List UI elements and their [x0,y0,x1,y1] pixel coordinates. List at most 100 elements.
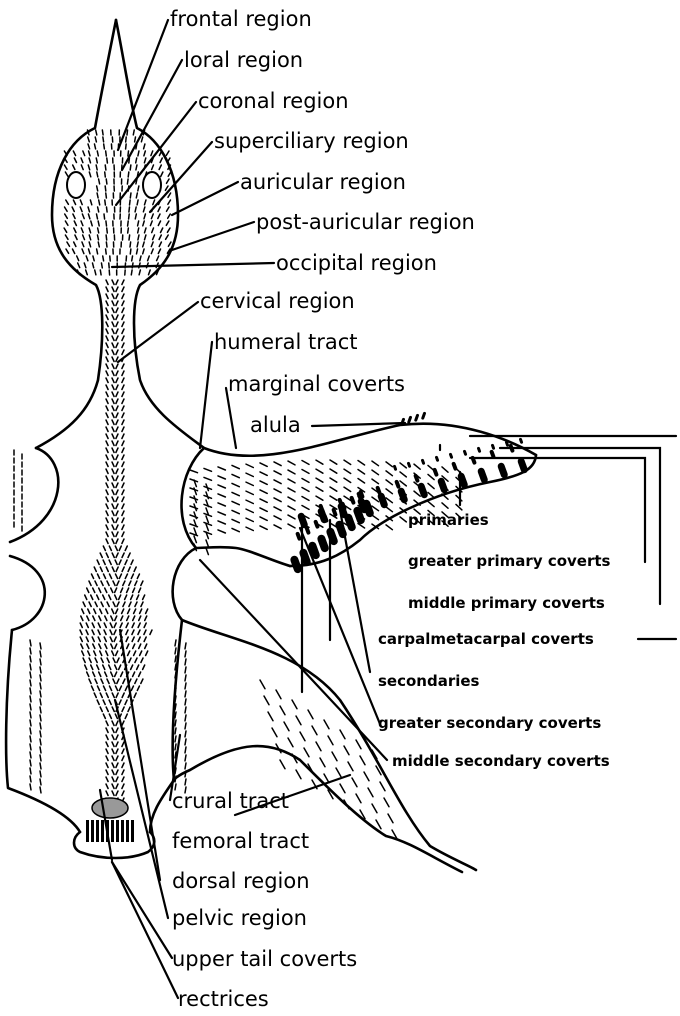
feather-stroke [95,270,96,275]
feather-stroke [122,406,124,411]
feather-stroke [146,651,148,656]
quill [477,446,482,453]
feather-stroke [112,392,114,397]
feather-stroke [100,707,102,712]
feather-stroke [125,700,127,705]
feather-stroke [106,728,108,733]
feather-stroke [116,357,118,362]
feather-stroke [218,503,225,506]
feather-stroke [84,263,86,268]
feather-stroke [77,256,79,261]
feather-stroke [246,473,253,476]
quill [449,452,454,459]
feather-stroke [112,287,114,292]
feather-stroke [116,343,118,348]
feather-stroke [268,712,273,721]
feather-stroke [330,460,337,464]
feather-stroke [274,489,281,493]
feather-stroke [260,499,267,502]
feather-stroke [232,501,239,504]
feather-stroke [264,696,269,705]
rectrix-quill [86,820,89,842]
feather-stroke [107,602,109,607]
feather-stroke [40,715,41,721]
feather-stroke [135,207,136,212]
tail-region [86,798,134,842]
feather-stroke [112,343,114,348]
feather-stroke [112,434,114,439]
feather-stroke [91,686,93,691]
feather-stroke [206,524,208,531]
feather-stroke [105,186,106,191]
feather-stroke [113,602,115,607]
label-greater-primary-coverts: greater primary coverts [408,552,611,570]
feather-stroke [185,699,186,705]
feather-stroke [128,172,129,177]
feather-stroke [89,658,91,663]
feather-stroke [185,667,186,673]
feather-stroke [65,221,68,225]
feather-stroke [107,658,109,663]
label-upper-tail-coverts: upper tail coverts [172,947,357,971]
feather-stroke [130,242,131,247]
feather-stroke [442,503,448,508]
feather-stroke [136,158,137,163]
feather-stroke [106,413,108,418]
feather-stroke [360,756,365,765]
feather-stroke [316,742,321,751]
feather-stroke [103,546,105,551]
feather-stroke [96,165,97,170]
feather-stroke [101,658,103,663]
feather-stroke [106,378,108,383]
feather-stroke [122,322,124,327]
feather-stroke [280,760,285,769]
feather-stroke [105,165,106,170]
feather-stroke [138,221,139,226]
feather-stroke [82,249,84,254]
feather-stroke [126,623,128,628]
feather-stroke [218,521,225,524]
feather-stroke [133,644,135,649]
label-post-auricular-region: post-auricular region [256,210,475,234]
feather-stroke [105,616,107,621]
feather-stroke [129,658,131,663]
feather-stroke [116,392,118,397]
feather-stroke [95,679,97,684]
feather-stroke [106,791,108,796]
feather-stroke [168,200,171,204]
feather-stroke [132,630,134,635]
feather-stroke [185,747,186,753]
feather-stroke [132,256,133,261]
feather-stroke [167,228,170,232]
feather-stroke [110,630,112,635]
feather-stroke [185,643,186,649]
feather-stroke [152,165,154,170]
feather-stroke [112,567,114,572]
feather-stroke [304,748,309,757]
feather-stroke [106,235,107,240]
feather-stroke [122,721,124,726]
feather-stroke [106,308,108,313]
feather-stroke [119,560,121,565]
feather-stroke [112,413,114,418]
feather-stroke [117,679,119,684]
feather-stroke [106,315,108,320]
quill [451,461,458,471]
feather-stroke [125,560,127,565]
feather-stroke [185,683,186,689]
feather-stroke [119,700,121,705]
feather-stroke [30,672,31,678]
feather-stroke [218,476,225,479]
feather-stroke [129,602,131,607]
feather-stroke [116,490,118,495]
feather-stroke [97,560,99,565]
label-alula: alula [250,413,301,437]
feather-stroke [122,518,124,523]
feather-stroke [97,235,98,240]
feather-stroke [106,322,108,327]
feather-stroke [106,242,107,247]
feather-stroke [175,672,176,678]
feather-stroke [260,463,267,466]
feather-stroke [40,667,41,673]
feather-stroke [106,539,108,544]
